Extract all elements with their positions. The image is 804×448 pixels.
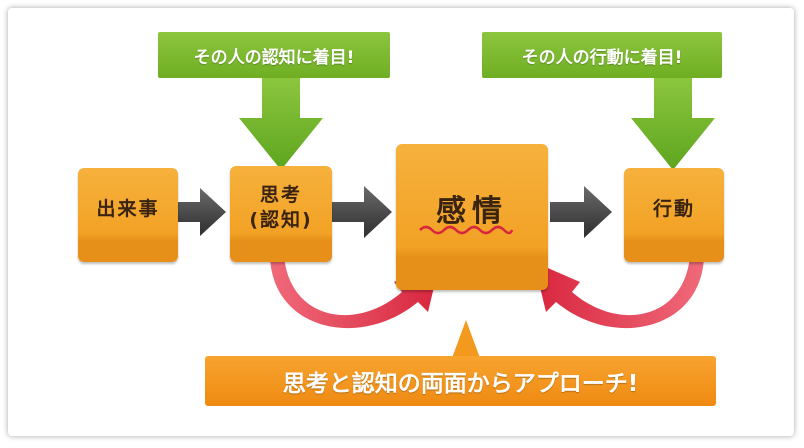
action-focus-callout: その人の行動に着目! — [482, 32, 722, 78]
approach-label: 思考と認知の両面からアプローチ! — [282, 371, 639, 397]
action-focus-label: その人の行動に着目! — [521, 47, 683, 68]
emotion-label: 感情 — [436, 193, 508, 229]
approach-callout: 思考と認知の両面からアプローチ! — [205, 356, 716, 406]
orange-callout-pointer — [452, 320, 480, 358]
emotion-wavy-underline — [419, 225, 514, 235]
cognition-focus-label: その人の認知に着目! — [193, 47, 355, 68]
gray-arrow-thought-to-emotion — [330, 186, 392, 238]
action-box: 行動 — [624, 168, 724, 262]
thought-label-line1: 思考 — [259, 184, 302, 207]
event-box: 出来事 — [78, 168, 178, 262]
red-curve-arrow-left — [270, 256, 440, 329]
green-down-arrow-right — [631, 78, 715, 170]
action-label: 行動 — [652, 197, 695, 220]
green-down-arrow-left — [239, 78, 323, 170]
red-curve-arrow-right — [534, 256, 704, 329]
gray-arrow-event-to-thought — [178, 188, 226, 236]
thought-box: 思考 (認知) — [230, 166, 332, 262]
gray-arrow-emotion-to-action — [550, 186, 612, 238]
thought-label-line2: (認知) — [249, 209, 313, 231]
cognition-focus-callout: その人の認知に着目! — [158, 32, 390, 78]
emotion-box: 感情 — [396, 144, 548, 290]
event-label: 出来事 — [96, 197, 160, 220]
